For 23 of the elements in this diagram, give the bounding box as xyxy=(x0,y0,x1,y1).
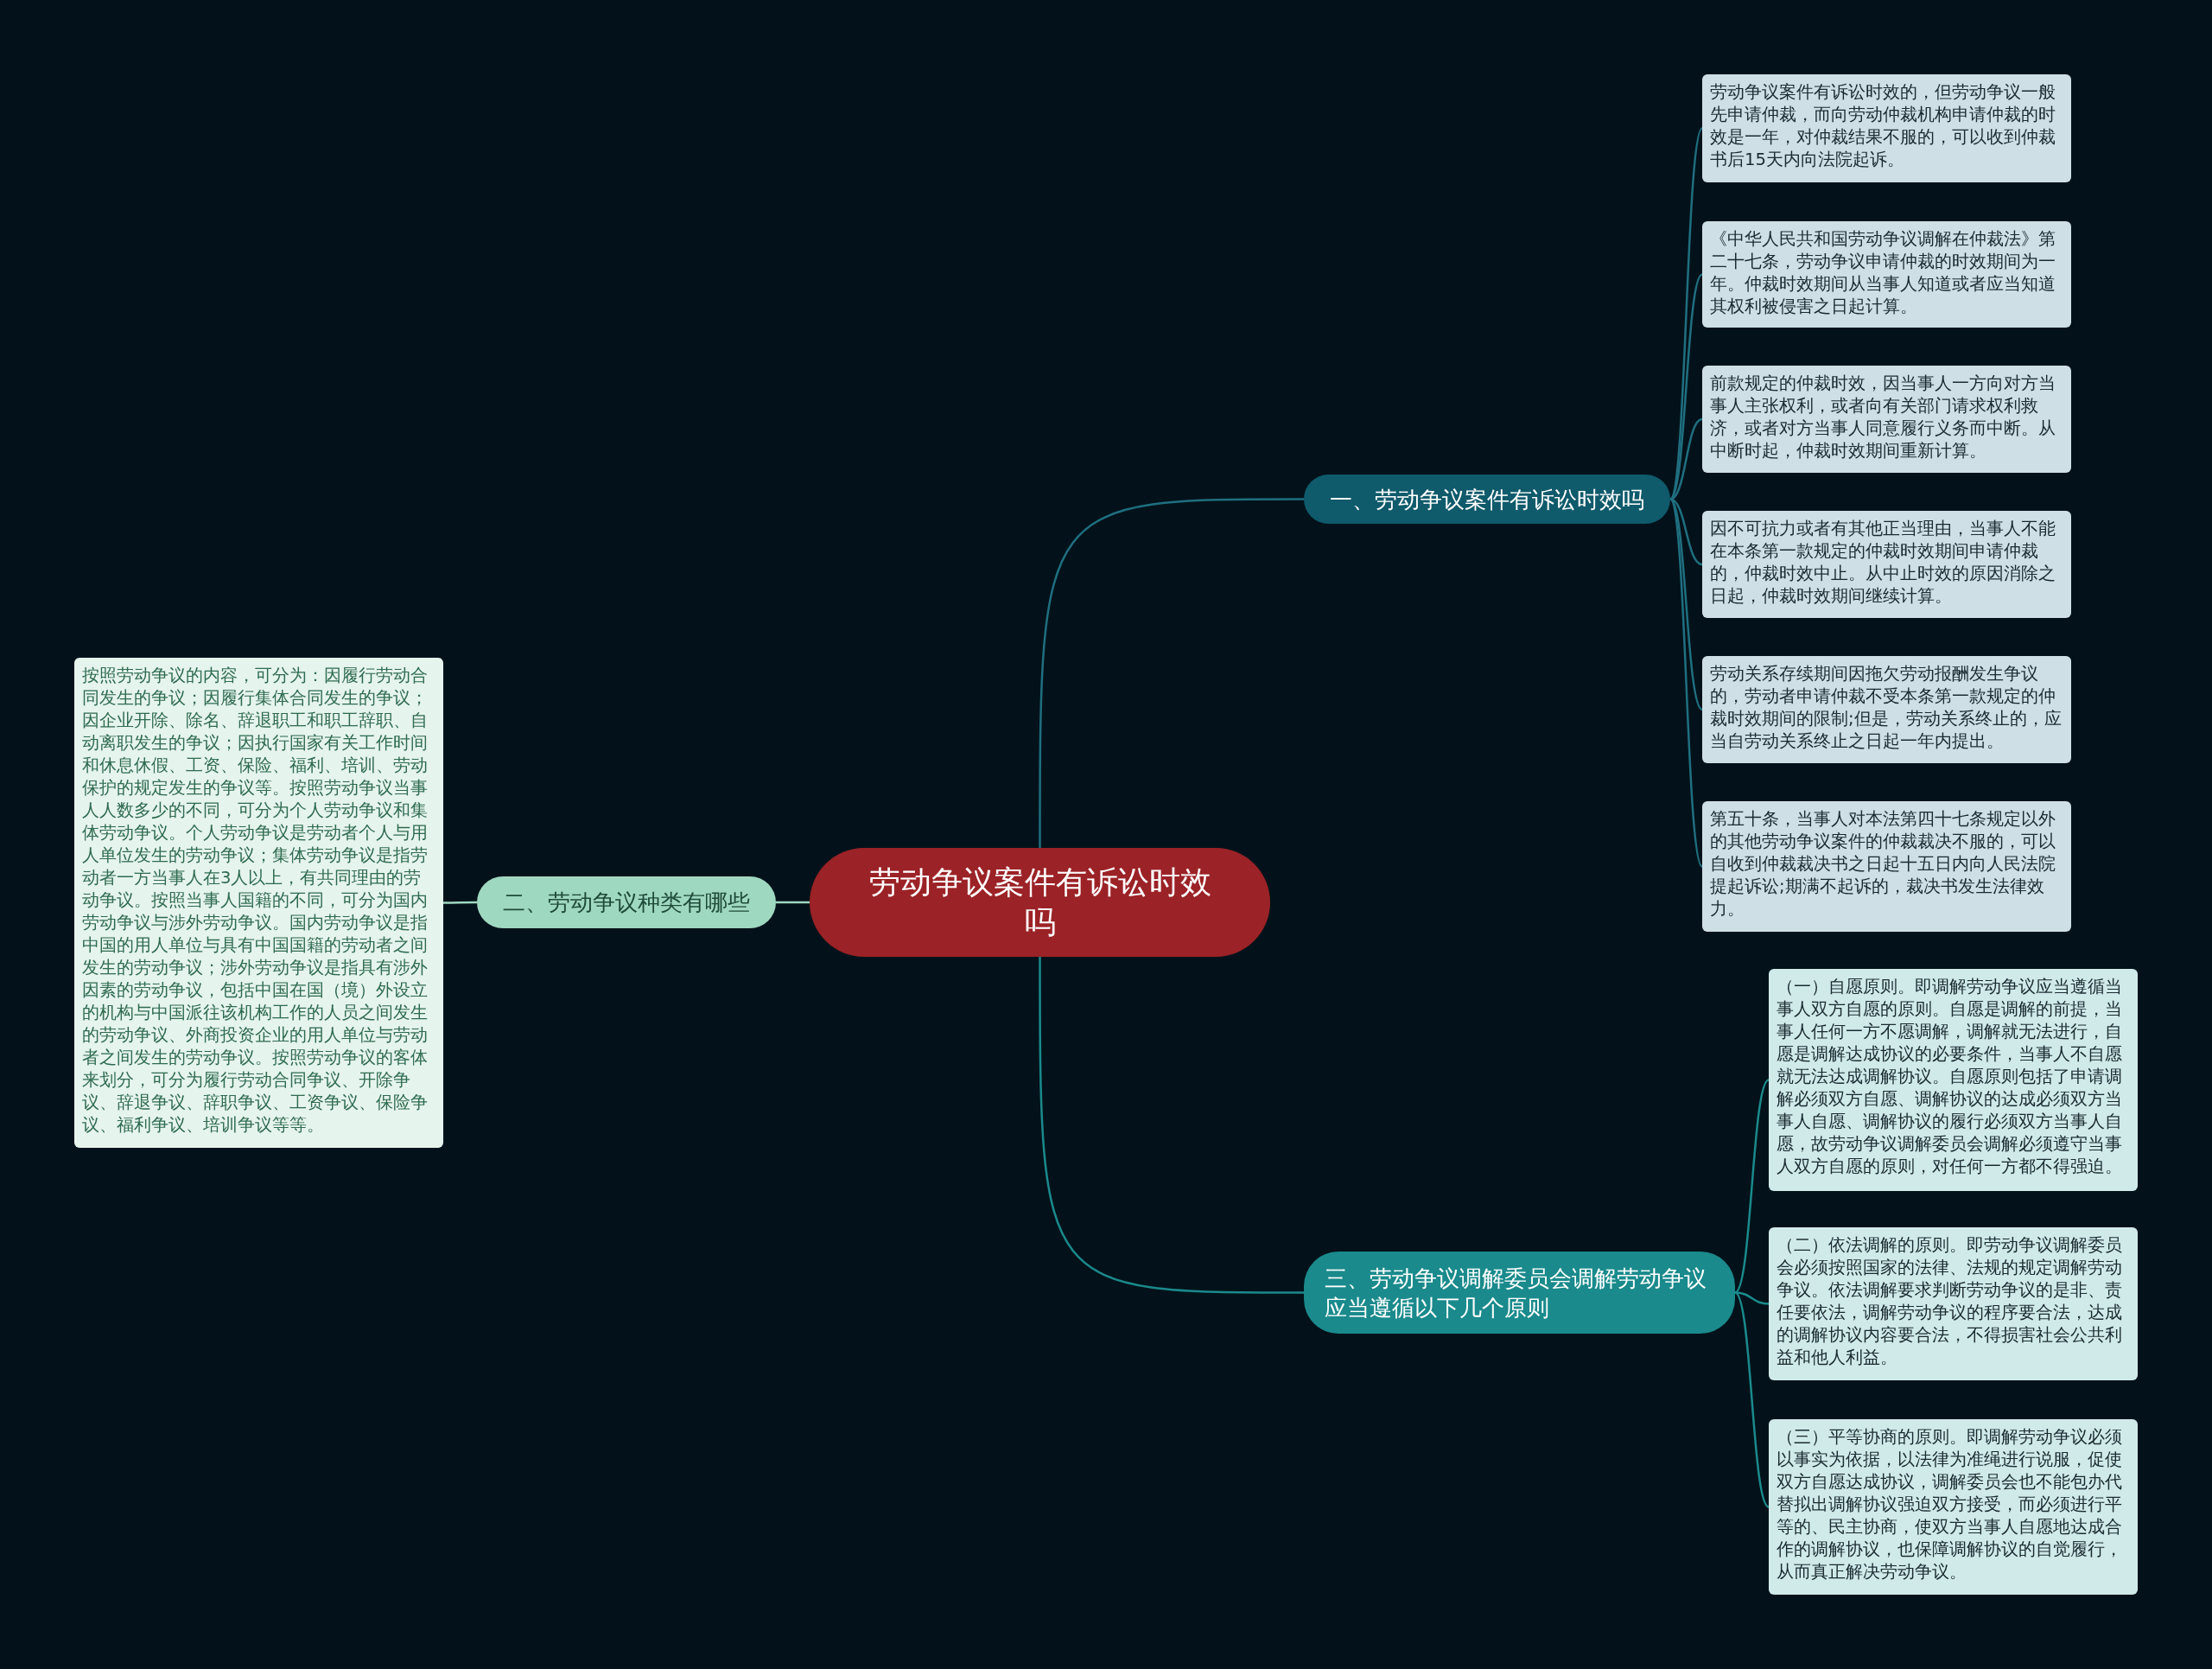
text-card: 劳动争议案件有诉讼时效的，但劳动争议一般先申请仲裁，而向劳动仲裁机构申请仲裁的时效是一年，对仲裁结果不服的，可以收到仲裁书后15天内向法院起诉。 xyxy=(1702,74,2071,182)
text-card: 因不可抗力或者有其他正当理由，当事人不能在本条第一款规定的仲裁时效期间申请仲裁的，仲裁时效中止。从中止时效的原因消除之日起，仲裁时效期间继续计算。 xyxy=(1702,511,2071,618)
connector-line xyxy=(1039,957,1304,1294)
connector-line xyxy=(1734,1079,1770,1294)
topic-pill: 二、劳动争议种类有哪些 xyxy=(477,876,776,928)
connector-line xyxy=(1039,498,1304,848)
central-topic: 劳动争议案件有诉讼时效吗 xyxy=(810,848,1270,957)
text-card: 前款规定的仲裁时效，因当事人一方向对方当事人主张权利，或者向有关部门请求权利救济，或者对方当事人同意履行义务而中断。从中断时起，仲裁时效期间重新计算。 xyxy=(1702,366,2071,473)
connector-line xyxy=(1669,498,1704,868)
text-card: 第五十条，当事人对本法第四十七条规定以外的其他劳动争议案件的仲裁裁决不服的，可以自收到仲裁裁决书之日起十五日内向人民法院提起诉讼;期满不起诉的，裁决书发生法律效力。 xyxy=(1702,801,2071,932)
text-card: 劳动关系存续期间因拖欠劳动报酬发生争议的，劳动者申请仲裁不受本条第一款规定的仲裁时效期间的限制;但是，劳动关系终止的，应当自劳动关系终止之日起一年内提出。 xyxy=(1702,656,2071,763)
connector-line xyxy=(1669,273,1703,500)
topic-pill: 一、劳动争议案件有诉讼时效吗 xyxy=(1304,475,1670,524)
text-card: （一）自愿原则。即调解劳动争议应当遵循当事人双方自愿的原则。自愿是调解的前提，当事人任何一方不愿调解，调解就无法进行，自愿是调解达成协议的必要条件，当事人不自愿就无法达成调解协议。自愿原则包括了申请调解必须双方自愿、调解协议的达成必须双方当事人自愿、调解协议的履行必须双方当事人自愿，故劳动争议调解委员会调解必须遵守当事人双方自愿的原则，对任何一方都不得强迫。 xyxy=(1769,969,2138,1191)
text-card: 按照劳动争议的内容，可分为：因履行劳动合同发生的争议；因履行集体合同发生的争议；因企业开除、除名、辞退职工和职工辞职、自动离职发生的争议；因执行国家有关工作时间和休息休假、工资、保险、福利、培训、劳动保护的规定发生的争议等。按照劳动争议当事人人数多少的不同，可分为个人劳动争议和集体劳动争议。个人劳动争议是劳动者个人与用人单位发生的劳动争议；集体劳动争议是指劳动者一方当事人在3人以上，有共同理由的劳动争议。按照当事人国籍的不同，可分为国内劳动争议与涉外劳动争议。国内劳动争议是指中国的用人单位与具有中国国籍的劳动者之间发生的劳动争议；涉外劳动争议是指具有涉外因素的劳动争议，包括中国在国（境）外设立的机构与中国派往该机构工作的人员之间发生的劳动争议、外商投资企业的用人单位与劳动者之间发生的劳动争议。按照劳动争议的客体来划分，可分为履行劳动合同争议、开除争议、辞退争议、辞职争议、工资争议、保险争议、福利争议、培训争议等等。 xyxy=(74,658,443,1148)
text-card: （三）平等协商的原则。即调解劳动争议必须以事实为依据，以法律为准绳进行说服，促使双方自愿达成协议，调解委员会也不能包办代替拟出调解协议强迫双方接受，而必须进行平等的、民主协商，使双方当事人自愿地达成合作的调解协议，也保障调解协议的自觉履行，从而真正解决劳动争议。 xyxy=(1769,1419,2138,1595)
text-card: 《中华人民共和国劳动争议调解在仲裁法》第二十七条，劳动争议申请仲裁的时效期间为一年。仲裁时效期间从当事人知道或者应当知道其权利被侵害之日起计算。 xyxy=(1702,221,2071,328)
connector-line xyxy=(1734,1291,1770,1305)
connector-line xyxy=(443,901,477,904)
text-card: （二）依法调解的原则。即劳动争议调解委员会必须按照国家的法律、法规的规定调解劳动争议。依法调解要求判断劳动争议的是非、责任要依法，调解劳动争议的程序要合法，达成的调解协议内容要合法，不得损害社会公共利益和他人利益。 xyxy=(1769,1227,2138,1380)
connector-line xyxy=(776,901,810,904)
connector-line xyxy=(1734,1291,1770,1508)
topic-pill: 三、劳动争议调解委员会调解劳动争议应当遵循以下几个原则 xyxy=(1304,1252,1735,1334)
